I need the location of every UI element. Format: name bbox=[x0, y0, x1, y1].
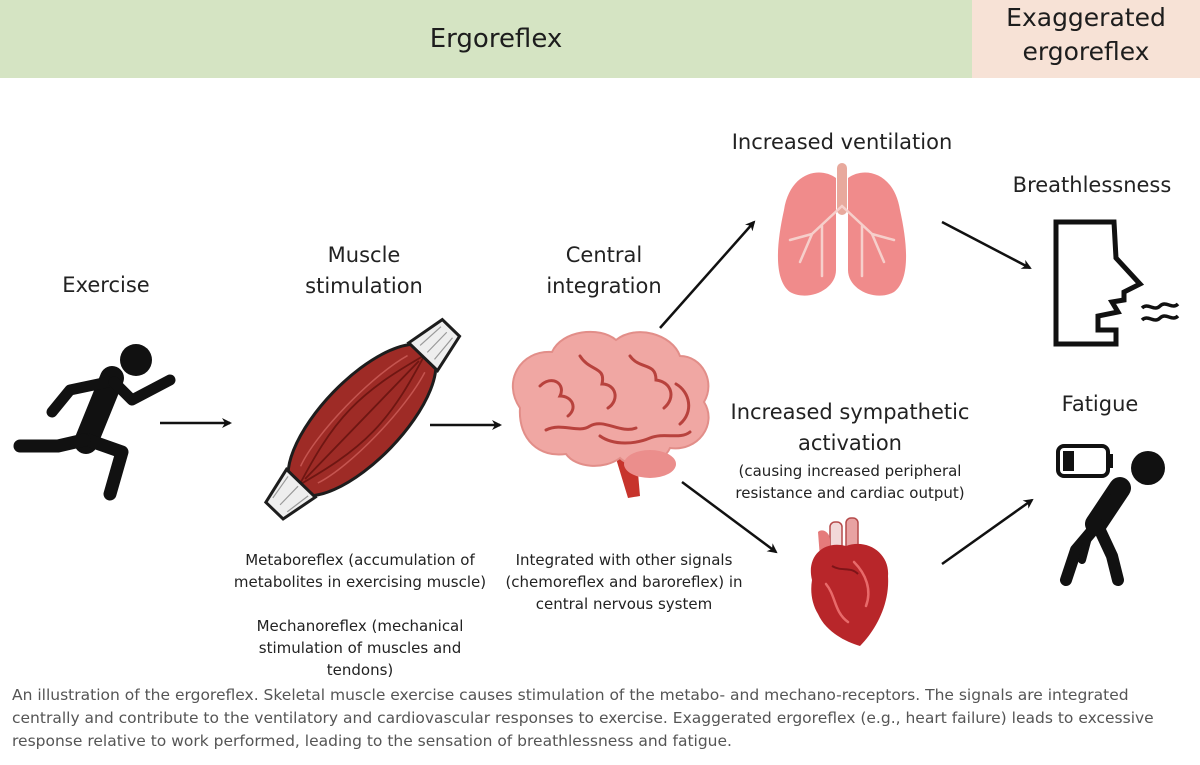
fatigue-label: Fatigue bbox=[1061, 392, 1139, 416]
brain-icon bbox=[511, 330, 710, 498]
metaboreflex-note: Metaboreflex (accumulation of metabolite… bbox=[233, 551, 487, 591]
ergoreflex-header: Ergoreflex bbox=[0, 0, 972, 78]
figure-caption: An illustration of the ergoreflex. Skele… bbox=[12, 686, 1154, 750]
exaggerated-ergoreflex-title: Exaggerated ergoreflex bbox=[1006, 3, 1166, 66]
exaggerated-ergoreflex-header: Exaggerated ergoreflex bbox=[972, 0, 1200, 78]
exercise-label: Exercise bbox=[62, 273, 150, 297]
arrow-brain-to-lungs bbox=[659, 220, 756, 329]
increased-ventilation-label: Increased ventilation bbox=[731, 130, 953, 154]
breathlessness-face-icon bbox=[1053, 219, 1180, 347]
fatigue-person-icon bbox=[1056, 444, 1165, 586]
muscle-icon bbox=[263, 317, 462, 521]
arrow-brain-to-heart bbox=[681, 480, 778, 554]
mechanoreflex-note: Mechanoreflex (mechanical stimulation of… bbox=[256, 617, 464, 679]
muscle-stimulation-label: Muscle stimulation bbox=[305, 243, 423, 298]
central-integration-label: Central integration bbox=[546, 243, 662, 298]
lungs-icon bbox=[777, 163, 907, 296]
arrow-heart-to-fatigue bbox=[941, 498, 1034, 566]
heart-icon bbox=[810, 517, 889, 646]
runner-icon bbox=[13, 344, 176, 501]
ergoreflex-title: Ergoreflex bbox=[429, 24, 563, 54]
arrow-lungs-to-breathlessness bbox=[941, 220, 1032, 270]
breathlessness-label: Breathlessness bbox=[1012, 173, 1172, 197]
increased-sympathetic-activation-label: Increased sympathetic activation bbox=[730, 400, 970, 455]
sympathetic-activation-note: (causing increased peripheral resistance… bbox=[735, 462, 965, 502]
integrated-signals-note: Integrated with other signals (chemorefl… bbox=[505, 551, 743, 613]
